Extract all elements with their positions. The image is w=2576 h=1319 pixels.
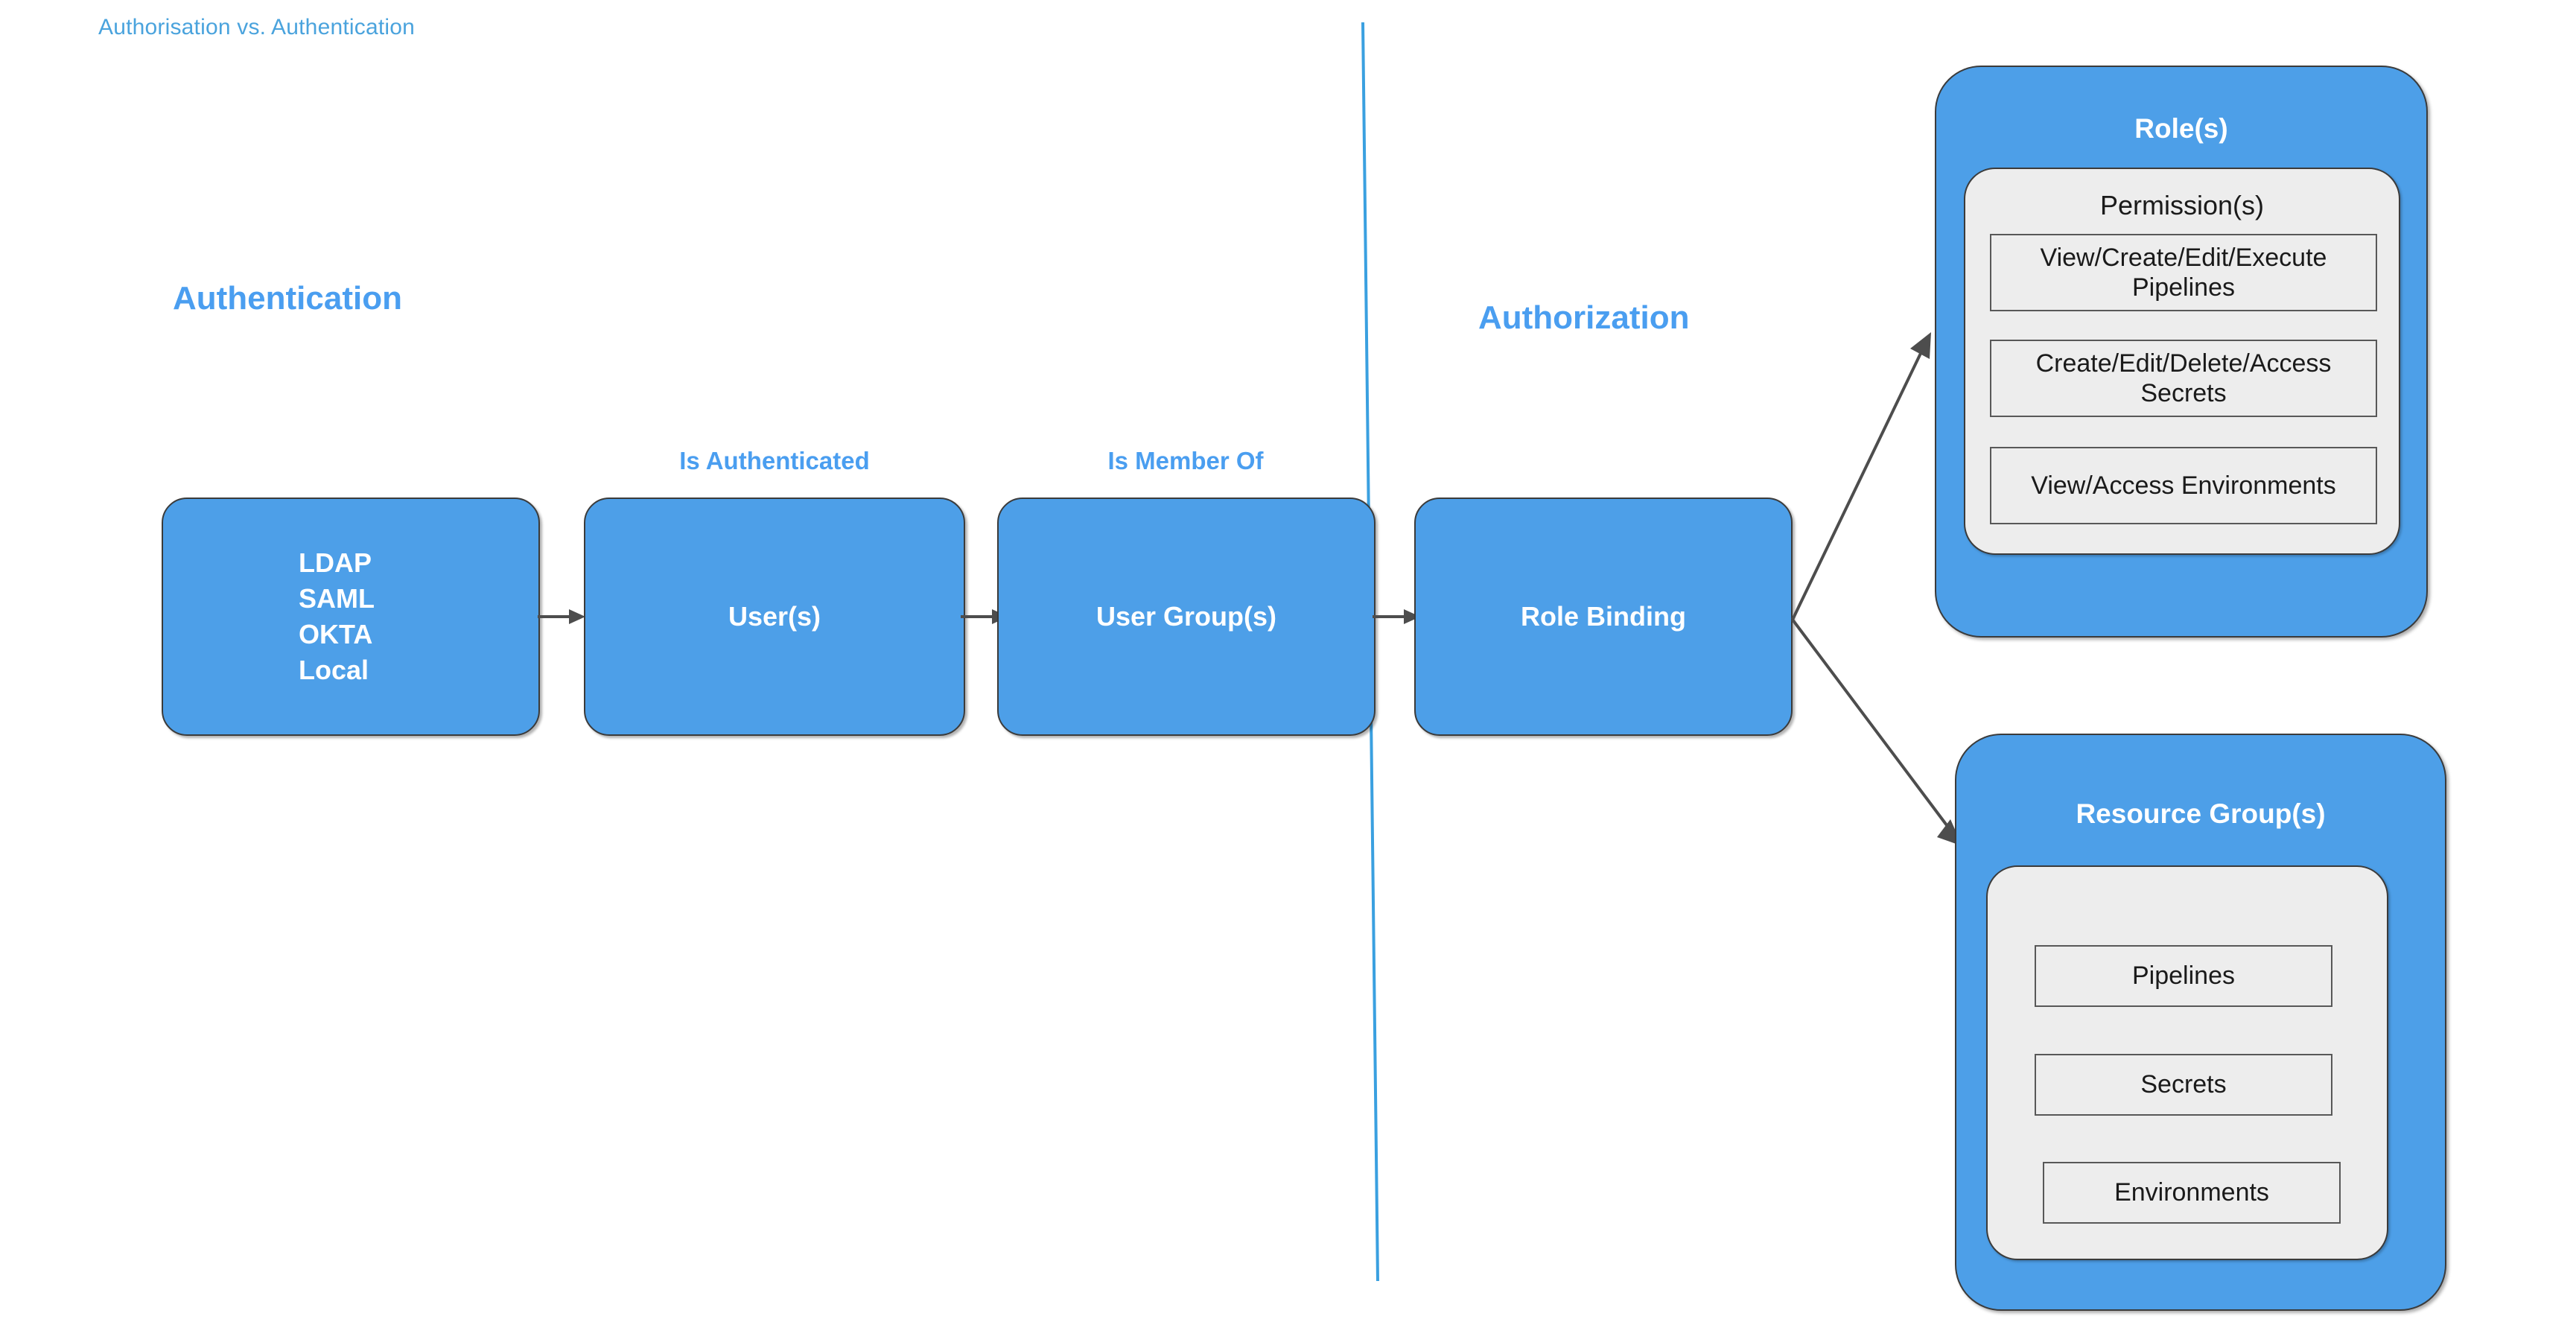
edge-label-is-authenticated: Is Authenticated (679, 447, 870, 474)
arrow-diagonal-down-icon (1791, 618, 1962, 846)
section-heading-authentication: Authentication (173, 280, 402, 317)
page-title: Authorisation vs. Authentication (98, 15, 415, 39)
flow-box-role-binding-label: Role Binding (1521, 600, 1686, 632)
card-roles[interactable]: Role(s) Permission(s) View/Create/Edit/E… (1935, 66, 2428, 638)
flow-box-users-label: User(s) (728, 600, 821, 632)
flow-box-user-groups[interactable]: User Group(s) (997, 498, 1376, 736)
auth-source-item: Local (299, 654, 369, 685)
flow-box-auth-sources[interactable]: LDAP SAML OKTA Local (162, 498, 540, 736)
resource-chip[interactable]: Secrets (2035, 1054, 2332, 1116)
flow-box-role-binding[interactable]: Role Binding (1414, 498, 1793, 736)
resource-chip[interactable]: Pipelines (2035, 945, 2332, 1007)
permission-chip[interactable]: View/Create/Edit/Execute Pipelines (1990, 234, 2377, 311)
card-resource-groups-title: Resource Group(s) (2076, 798, 2326, 829)
section-heading-authorization: Authorization (1478, 299, 1690, 336)
arrow-diagonal-up-icon (1791, 332, 1931, 620)
flow-box-users[interactable]: User(s) (584, 498, 965, 736)
card-roles-title: Role(s) (2134, 113, 2228, 144)
arrow-right-icon (1373, 609, 1420, 624)
permission-chip[interactable]: Create/Edit/Delete/Access Secrets (1990, 340, 2377, 417)
permission-chip[interactable]: View/Access Environments (1990, 447, 2377, 524)
auth-sources-list: LDAP SAML OKTA Local (163, 545, 375, 688)
flow-box-user-groups-label: User Group(s) (1095, 600, 1277, 632)
edge-label-is-member-of: Is Member Of (1107, 447, 1264, 474)
auth-source-item: SAML (299, 583, 375, 614)
auth-source-item: OKTA (299, 619, 373, 649)
card-resource-groups[interactable]: Resource Group(s) Pipelines Secrets Envi… (1955, 734, 2446, 1311)
panel-permissions-title: Permission(s) (2099, 190, 2265, 220)
panel-permissions: Permission(s) View/Create/Edit/Execute P… (1964, 168, 2400, 555)
resource-chip[interactable]: Environments (2043, 1162, 2341, 1224)
auth-source-item: LDAP (299, 547, 372, 579)
arrow-right-icon (538, 609, 585, 624)
panel-resources: Pipelines Secrets Environments (1986, 865, 2388, 1260)
